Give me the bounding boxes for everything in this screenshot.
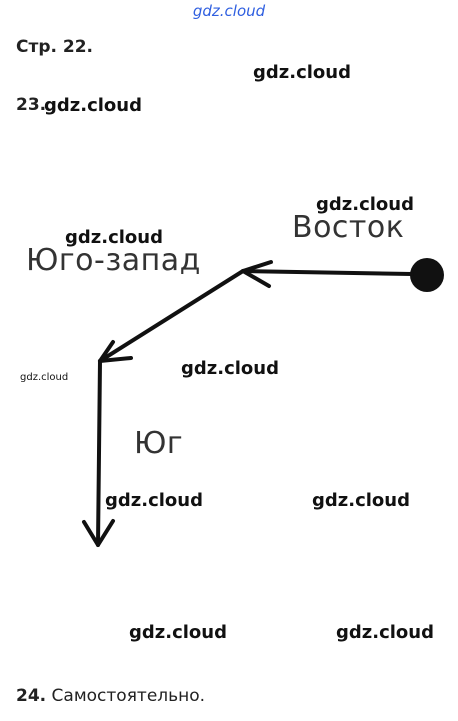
- task-24-text: Самостоятельно.: [51, 686, 206, 706]
- arrowhead-south: [82, 519, 115, 547]
- watermark: gdz.cloud: [44, 95, 142, 116]
- task-24: 24. Самостоятельно.: [16, 686, 205, 706]
- watermark-small: gdz.cloud: [20, 372, 69, 383]
- task-23-number: 23.: [16, 95, 47, 115]
- watermark: gdz.cloud: [312, 490, 410, 511]
- path-segment-south: [96, 359, 102, 547]
- path-segment-west: [241, 269, 414, 276]
- page-label: Стр. 22.: [16, 37, 93, 57]
- arrowhead-west: [241, 260, 273, 288]
- task-24-number: 24.: [16, 686, 47, 706]
- label-south: Юг: [134, 426, 184, 461]
- header-watermark: gdz.cloud: [192, 2, 266, 20]
- start-point: [410, 258, 444, 292]
- watermark: gdz.cloud: [181, 358, 279, 379]
- label-east: Восток: [292, 210, 405, 245]
- path-segment-southwest: [98, 269, 245, 363]
- watermark: gdz.cloud: [129, 622, 227, 643]
- watermark: gdz.cloud: [336, 622, 434, 643]
- watermark: gdz.cloud: [253, 62, 351, 83]
- label-southwest: Юго-запад: [26, 243, 201, 278]
- watermark: gdz.cloud: [105, 490, 203, 511]
- watermark: gdz.cloud: [65, 227, 163, 248]
- watermark: gdz.cloud: [316, 194, 414, 215]
